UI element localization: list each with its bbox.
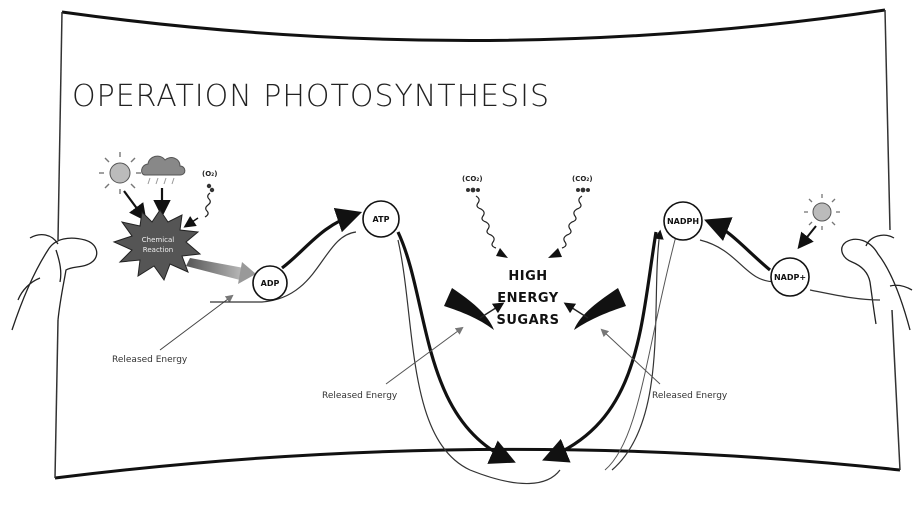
- burst-label-line-1: Chemical: [142, 236, 175, 244]
- energy-beam: [186, 258, 244, 280]
- right-sun-arrow: [797, 225, 817, 250]
- right-hill: [699, 217, 881, 301]
- center-released-energy-label: Released Energy: [322, 391, 398, 401]
- right-crescent-arrow: [563, 302, 589, 319]
- diagram-title: OPERATION PHOTOSYNTHESIS: [72, 79, 550, 114]
- co2-left-label: (CO₂): [462, 175, 483, 183]
- right-crescent-icon: [574, 288, 626, 330]
- left-hand-icon: [11, 233, 98, 331]
- sugars-line-1: HIGH: [508, 269, 547, 284]
- left-hill: [261, 207, 363, 303]
- atp-circle: ATP: [362, 200, 400, 238]
- nadph-label: NADPH: [667, 217, 699, 226]
- valley-curves: [396, 229, 677, 485]
- adp-circle: ADP: [252, 265, 288, 301]
- adp-label: ADP: [261, 279, 280, 288]
- sugars-line-3: SUGARS: [496, 313, 559, 328]
- burst-label-line-2: Reaction: [143, 246, 173, 254]
- right-released-energy-pointer: [600, 328, 661, 385]
- center-released-energy-pointer: [385, 326, 464, 385]
- right-hand-icon: [841, 234, 913, 331]
- co2-left-molecule-icon: [466, 187, 480, 193]
- left-released-energy-label: Released Energy: [112, 355, 188, 365]
- nadp-circle: NADP+: [770, 257, 810, 297]
- beam-arrowhead: [238, 262, 256, 284]
- cloud-icon: [141, 155, 186, 185]
- atp-label: ATP: [373, 215, 390, 224]
- sugars-line-2: ENERGY: [497, 291, 559, 306]
- co2-left-arrowhead: [496, 248, 508, 258]
- nadp-label: NADP+: [774, 273, 806, 282]
- co2-left-wave: [475, 195, 497, 249]
- left-released-energy-pointer: [159, 294, 234, 351]
- left-crescent-arrow: [479, 302, 505, 319]
- o2-label: (O₂): [202, 170, 217, 178]
- co2-right-label: (CO₂): [572, 175, 593, 183]
- left-crescent-icon: [444, 288, 494, 330]
- co2-right-arrowhead: [548, 248, 562, 258]
- nadph-circle: NADPH: [663, 201, 703, 241]
- o2-arrow: [183, 216, 199, 228]
- right-released-energy-label: Released Energy: [652, 391, 728, 401]
- o2-molecule-icon: [206, 183, 215, 193]
- o2-wave: [204, 192, 211, 218]
- chemical-reaction-burst: Chemical Reaction: [112, 209, 202, 282]
- paper-sheet: [54, 8, 901, 480]
- co2-right-molecule-icon: [576, 187, 590, 193]
- sun-arrow: [123, 190, 147, 222]
- sun-icon: [99, 152, 141, 194]
- right-sun-icon: [804, 194, 840, 230]
- co2-right-wave: [561, 195, 583, 249]
